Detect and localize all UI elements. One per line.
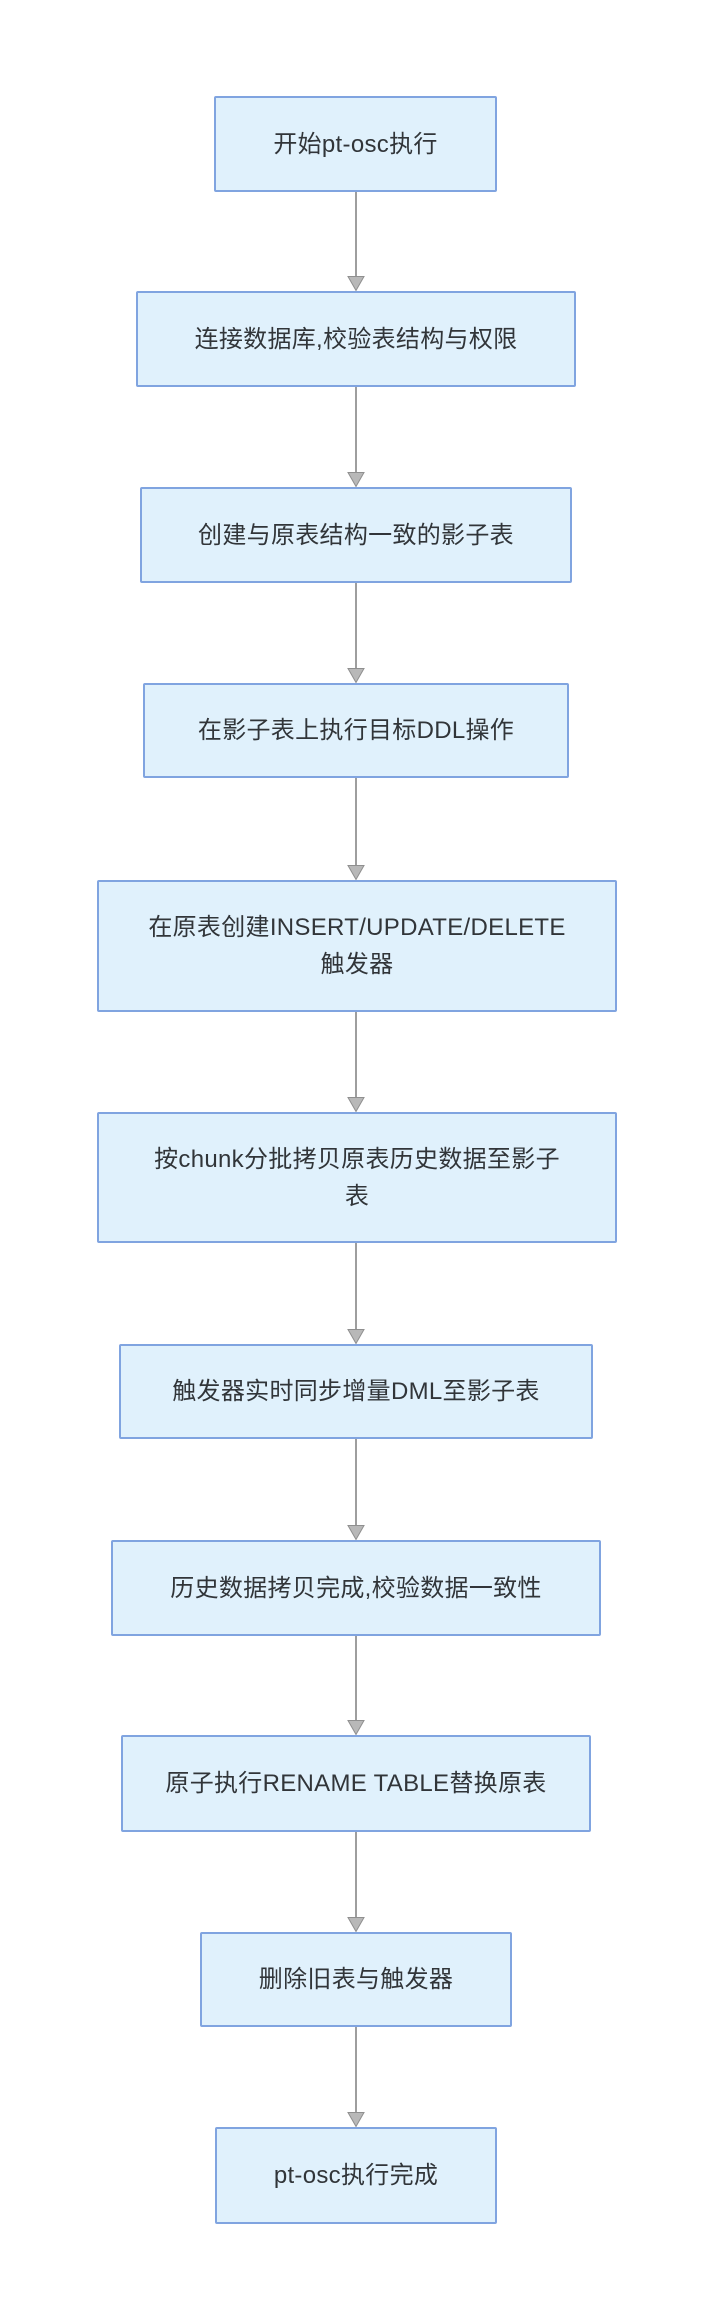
arrow-down-icon [347,865,365,880]
flow-node-connect-db-label: 连接数据库,校验表结构与权限 [194,325,518,353]
flow-node-verify-consistency: 历史数据拷贝完成,校验数据一致性 [111,1540,601,1636]
flow-arrow-1 [347,192,365,291]
flow-arrow-6 [347,1243,365,1344]
arrow-down-icon [347,1329,365,1344]
flow-node-create-shadow-table-label: 创建与原表结构一致的影子表 [198,521,514,549]
arrow-line [355,1636,357,1721]
flow-arrow-5 [347,1012,365,1112]
flow-node-connect-db: 连接数据库,校验表结构与权限 [136,291,576,387]
flow-arrow-2 [347,387,365,487]
flow-node-finish-label: pt-osc执行完成 [273,2162,439,2189]
flow-node-apply-ddl-label: 在影子表上执行目标DDL操作 [197,717,515,744]
arrow-line [355,1012,357,1098]
arrow-down-icon [347,668,365,683]
flow-arrow-4 [347,778,365,880]
flow-node-copy-chunks: 按chunk分批拷贝原表历史数据至影子 表 [97,1112,617,1243]
flow-node-start: 开始pt-osc执行 [214,96,497,192]
flow-arrow-10 [347,2027,365,2127]
arrow-down-icon [347,1917,365,1932]
arrow-down-icon [347,1097,365,1112]
arrow-line [355,1243,357,1330]
flow-node-rename-table-label: 原子执行RENAME TABLE替换原表 [165,1770,547,1797]
arrow-line [355,583,357,669]
arrow-line [355,387,357,473]
flow-node-finish: pt-osc执行完成 [215,2127,497,2224]
flow-node-verify-consistency-label: 历史数据拷贝完成,校验数据一致性 [170,1574,542,1602]
arrow-down-icon [347,472,365,487]
flow-node-create-triggers: 在原表创建INSERT/UPDATE/DELETE 触发器 [97,880,617,1012]
arrow-line [355,1439,357,1526]
arrow-down-icon [347,276,365,291]
flow-node-start-label: 开始pt-osc执行 [273,130,438,158]
arrow-line [355,192,357,277]
arrow-down-icon [347,1720,365,1735]
flow-arrow-7 [347,1439,365,1540]
flow-arrow-9 [347,1832,365,1932]
arrow-line [355,2027,357,2113]
flow-node-copy-chunks-label: 按chunk分批拷贝原表历史数据至影子 表 [154,1145,560,1210]
flow-node-sync-dml-label: 触发器实时同步增量DML至影子表 [172,1378,540,1405]
arrow-line [355,1832,357,1918]
flow-node-drop-old-table: 删除旧表与触发器 [200,1932,512,2027]
flow-arrow-3 [347,583,365,683]
flow-node-create-shadow-table: 创建与原表结构一致的影子表 [140,487,572,583]
arrow-down-icon [347,1525,365,1540]
flow-node-drop-old-table-label: 删除旧表与触发器 [258,1966,454,1993]
flow-node-apply-ddl: 在影子表上执行目标DDL操作 [143,683,569,778]
flow-node-rename-table: 原子执行RENAME TABLE替换原表 [121,1735,591,1832]
arrow-line [355,778,357,866]
flow-node-create-triggers-label: 在原表创建INSERT/UPDATE/DELETE 触发器 [148,914,566,978]
flow-node-sync-dml: 触发器实时同步增量DML至影子表 [119,1344,593,1439]
arrow-down-icon [347,2112,365,2127]
flow-arrow-8 [347,1636,365,1735]
